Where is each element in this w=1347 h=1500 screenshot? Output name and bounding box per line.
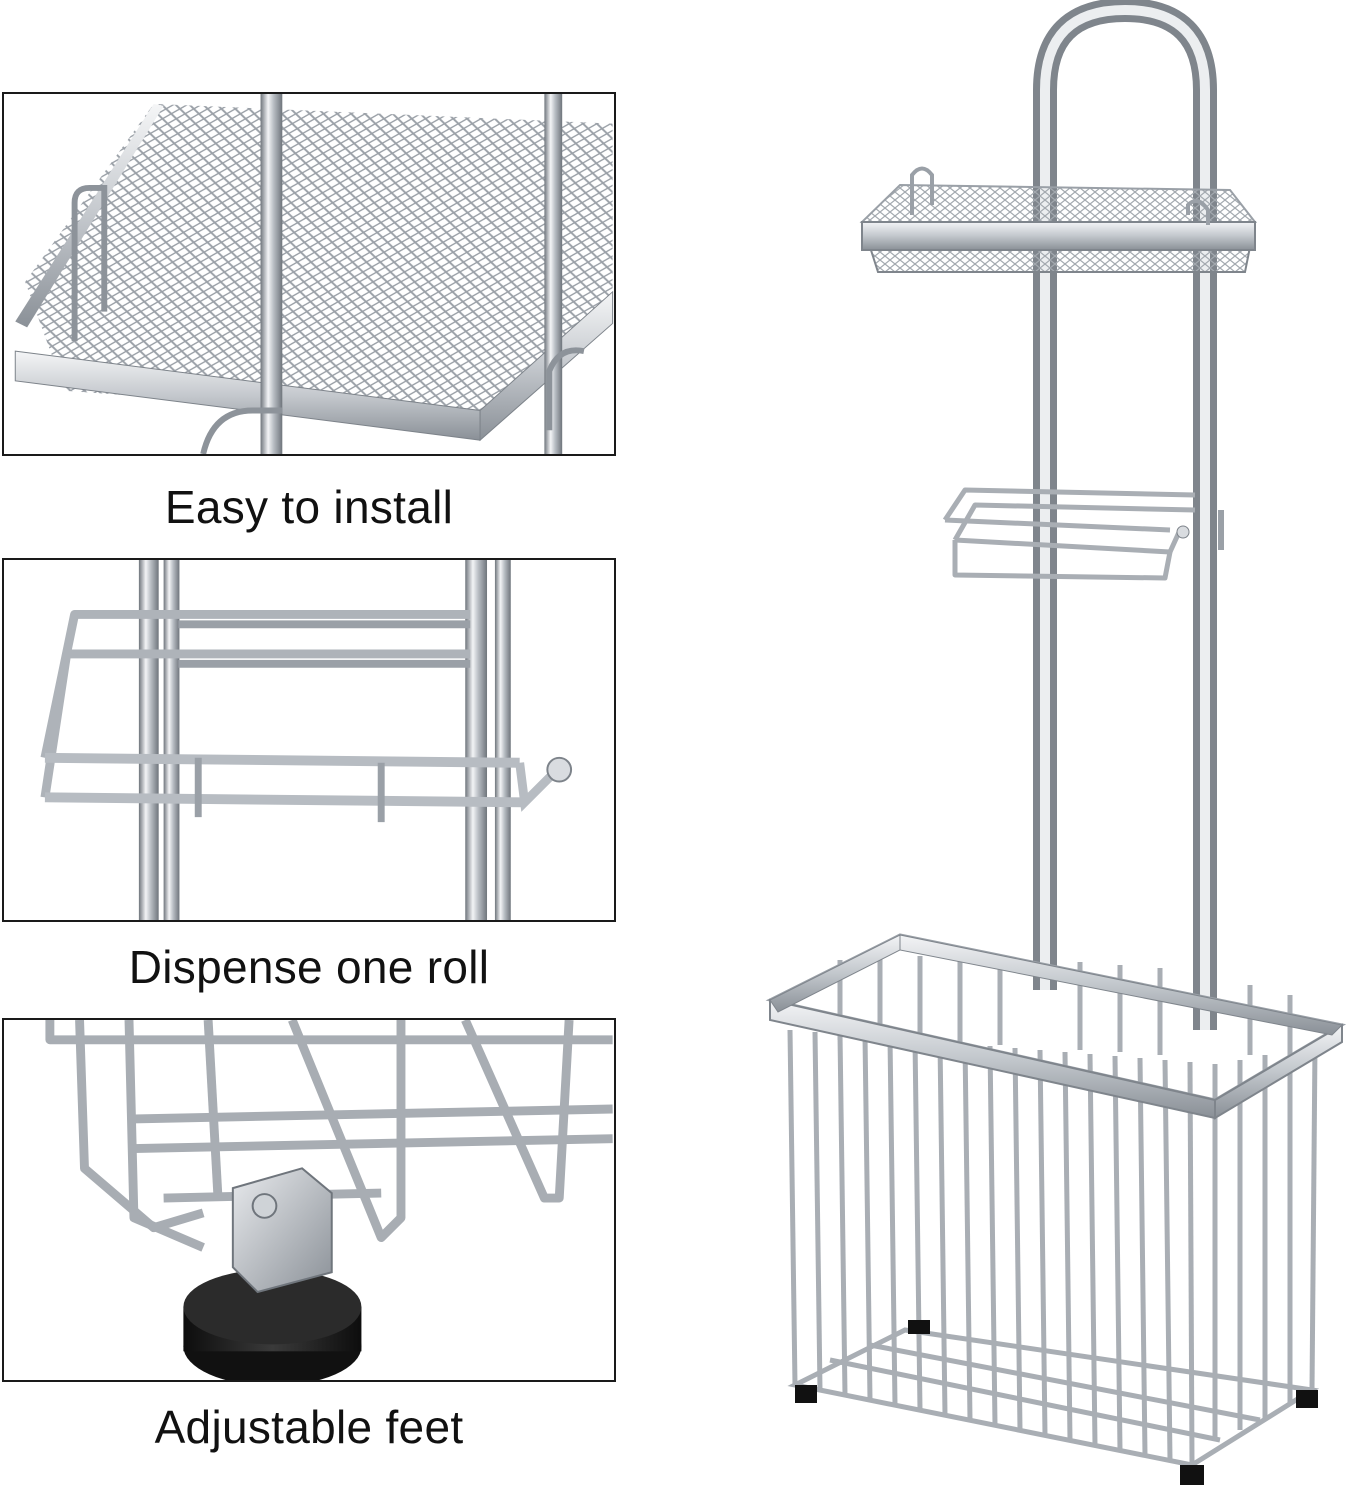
caption-install: Easy to install (164, 481, 454, 533)
roll-holder-closeup-icon (40, 560, 573, 920)
mesh-shelf-closeup-icon (14, 94, 614, 454)
caption-feet: Adjustable feet (154, 1401, 464, 1453)
caption-dispense: Dispense one roll (128, 941, 490, 993)
feature-panel-dispense (2, 558, 616, 922)
toilet-paper-stand-with-basket-icon (765, 0, 1347, 1485)
product-image (740, 0, 1347, 1500)
feature-panel-install (2, 92, 616, 456)
feature-panel-feet (2, 1018, 616, 1382)
adjustable-foot-closeup-icon (45, 1020, 613, 1380)
